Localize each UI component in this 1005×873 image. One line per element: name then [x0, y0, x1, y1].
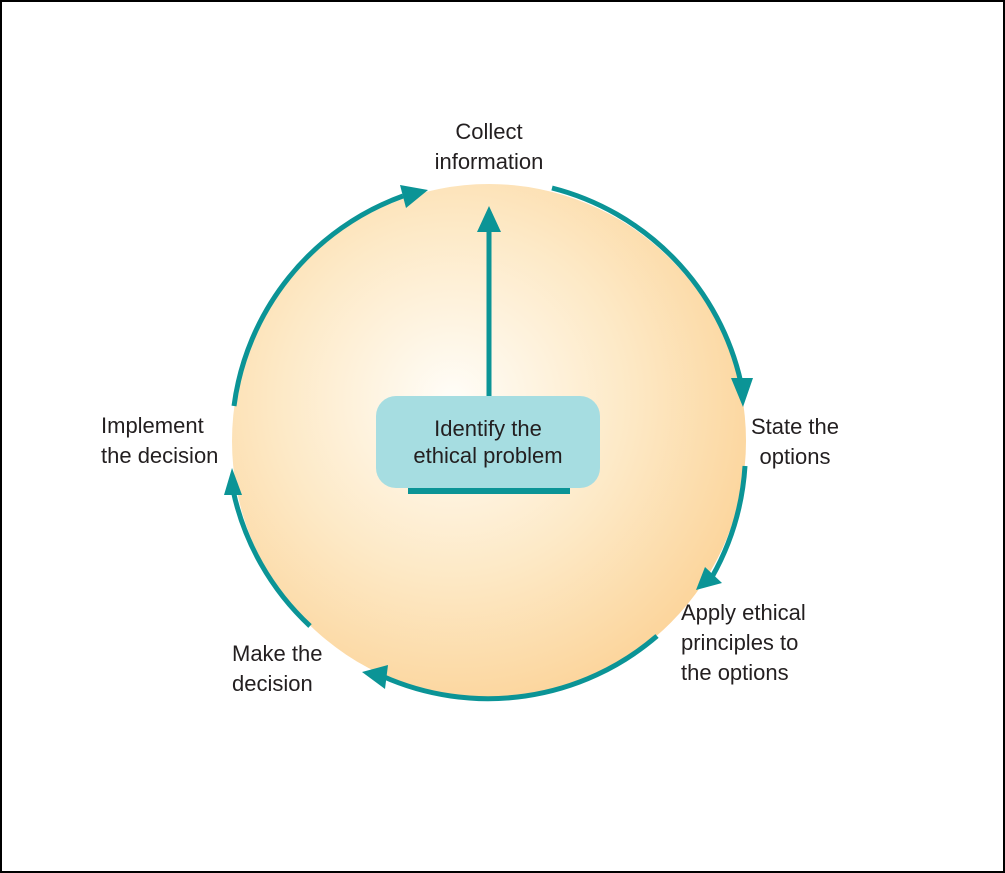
arrowhead-down-left-icon	[696, 567, 722, 590]
step-implement-decision: Implement the decision	[101, 413, 219, 468]
arc-implement-to-collect	[231, 193, 404, 407]
step-apply-principles: Apply ethical principles to the options	[681, 600, 806, 685]
center-problem-label: Identify the ethical problem	[413, 416, 563, 468]
arc-make-to-implement	[230, 489, 312, 628]
arrowhead-up-right-icon	[400, 185, 428, 208]
arc-state-to-apply	[709, 465, 748, 579]
arrowhead-up-center-icon	[477, 206, 501, 232]
arc-apply-to-make	[380, 634, 659, 702]
step-collect-information: Collect information	[434, 119, 544, 174]
arrowhead-left-icon	[362, 665, 388, 689]
step-make-decision: Make the decision	[232, 641, 323, 696]
arc-collect-to-state	[551, 185, 744, 384]
step-state-options: State the options	[750, 414, 840, 469]
problem-box-underline	[408, 488, 570, 494]
arrowhead-up-icon	[224, 468, 242, 495]
center-problem-box: Identify the ethical problem	[376, 396, 600, 488]
arrowhead-down-right-icon	[731, 378, 753, 407]
